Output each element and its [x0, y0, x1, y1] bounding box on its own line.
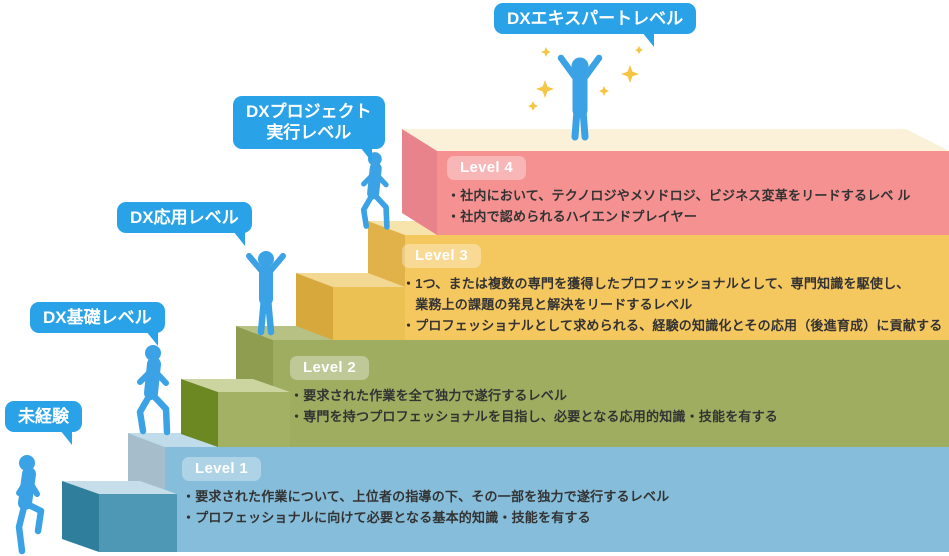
level4-badge: Level 4 [447, 156, 526, 180]
sparkle-icon [536, 80, 554, 98]
level2-front-face [273, 340, 949, 447]
sparkle-icon [528, 101, 538, 111]
level4-front-face [437, 151, 949, 235]
level4-side-face [402, 129, 437, 235]
bubble-dx-basic-level: DX基礎レベル [30, 302, 165, 347]
level1-badge: Level 1 [182, 457, 261, 481]
level4-text-block: Level 4 ・社内において、テクノロジやメソドロジ、ビジネス変革をリードする… [447, 156, 911, 227]
bubble-no-experience: 未経験 [5, 401, 82, 446]
person-applied-level-icon [246, 251, 286, 336]
person-expert-level-icon [557, 54, 603, 141]
level2-badge: Level 2 [290, 356, 369, 380]
bubble-tail [359, 146, 372, 162]
level2-bullet: ・専門を持つプロフェッショナルを目指し、必要となる応用的知識・技能を有する [290, 408, 779, 424]
level3-front-face [405, 235, 949, 340]
level1-halfstep-side-face [62, 481, 99, 552]
sparkle-icon [621, 65, 639, 83]
bubble-label: DX応用レベル [130, 208, 239, 227]
level4-bullet: ・社内において、テクノロジやメソドロジ、ビジネス変革をリードするレベ ル [447, 187, 911, 203]
level2-bullet: ・要求された作業を全て独力で遂行するレベル [290, 387, 568, 403]
level3-text-block: Level 3 ・1つ、または複数の専門を獲得したプロフェッショナルとして、専門… [402, 244, 942, 336]
bubble-label: 実行レベル [266, 123, 352, 143]
level2-halfstep-side-face [181, 379, 218, 447]
level1-bullet: ・プロフェッショナルに向けて必要となる基本的知識・技能を有する [182, 509, 591, 525]
bubble-dx-applied-level: DX応用レベル [117, 202, 252, 247]
level3-badge: Level 3 [402, 244, 481, 268]
sparkle-icon [541, 47, 551, 57]
level3-bullet: 業務上の課題の発見と解決をリードするレベル [402, 296, 693, 312]
level2-halfstep-top-face [181, 379, 290, 392]
bubble-label: 未経験 [18, 407, 69, 426]
level2-text-block: Level 2 ・要求された作業を全て独力で遂行するレベル ・専門を持つプロフェ… [290, 356, 778, 427]
bubble-dx-project-level: DXプロジェクト 実行レベル [233, 96, 385, 162]
bubble-tail [232, 231, 245, 247]
level3-halfstep-front-face [333, 287, 405, 340]
level1-text-block: Level 1 ・要求された作業について、上位者の指導の下、その一部を独力で遂行… [182, 457, 669, 528]
level3-bullet: ・1つ、または複数の専門を獲得したプロフェッショナルとして、専門知識を駆使し、 [402, 275, 910, 291]
level1-halfstep-front-face [99, 494, 177, 552]
bubble-tail [145, 331, 158, 347]
person-beginner-icon [15, 455, 45, 555]
bubble-tail [642, 32, 655, 48]
level3-halfstep-side-face [296, 273, 333, 340]
sparkle-icons [528, 46, 643, 111]
level4-top-face [402, 129, 949, 151]
person-basic-level-icon [136, 345, 171, 436]
bubble-label: DXエキスパートレベル [507, 9, 684, 28]
level1-front-face [165, 447, 949, 552]
bubble-label: DXプロジェクト [246, 102, 372, 121]
person-project-level-icon [360, 152, 390, 230]
level1-halfstep-top-face [62, 481, 177, 494]
level4-bullet: ・社内で認められるハイエンドプレイヤー [447, 208, 698, 224]
sparkle-icon [599, 86, 609, 96]
level3-halfstep-top-face [296, 273, 405, 287]
bubble-tail [60, 430, 72, 446]
level3-bullet: ・プロフェッショナルとして求められる、経験の知識化とその応用（後進育成）に貢献す… [402, 317, 943, 333]
level1-bullet: ・要求された作業について、上位者の指導の下、その一部を独力で遂行するレベル [182, 488, 670, 504]
level2-halfstep-front-face [218, 392, 290, 447]
sparkle-icon [635, 46, 643, 54]
bubble-dx-expert-level: DXエキスパートレベル [494, 3, 697, 48]
bubble-label: DX基礎レベル [43, 308, 152, 327]
